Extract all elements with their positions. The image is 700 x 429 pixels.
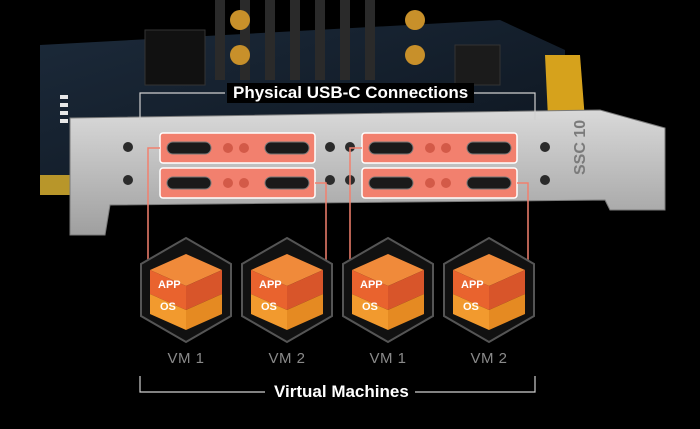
cube-os-right	[489, 294, 525, 330]
usb-c-port	[368, 176, 414, 190]
cube-os-left	[251, 294, 287, 330]
usb-port-groups	[159, 132, 518, 199]
vm-app-label: APP	[259, 279, 282, 291]
inductors	[230, 10, 425, 65]
vm-os-label: OS	[160, 301, 176, 313]
gold-edge-connector	[545, 55, 585, 120]
vm-cube: APP OS	[342, 236, 434, 344]
leds	[60, 95, 68, 123]
vm-os-label: OS	[463, 301, 479, 313]
top-bracket-lines	[139, 92, 536, 120]
ssc-logo: SSC 10	[572, 120, 589, 175]
usb-c-port	[466, 176, 512, 190]
vm-label: VM 1	[167, 350, 205, 367]
cube-app-right	[287, 270, 323, 310]
vm-os-label: OS	[261, 301, 277, 313]
heatsink	[215, 0, 375, 80]
usb-c-port	[264, 141, 310, 155]
cube-os-left	[352, 294, 388, 330]
physical-usb-c-label: Physical USB-C Connections	[227, 83, 475, 103]
cube-app-left	[251, 270, 287, 310]
chip	[454, 44, 501, 86]
bottom-bracket-lines	[139, 376, 536, 393]
cube-app-left	[453, 270, 489, 310]
vm-app-label: APP	[360, 279, 383, 291]
cube-app-right	[186, 270, 222, 310]
vm-label: VM 2	[470, 350, 508, 367]
vm-cube: APP OS	[140, 236, 232, 344]
vm-app-label: APP	[461, 279, 484, 291]
cube-os-right	[287, 294, 323, 330]
cube-os-left	[453, 294, 489, 330]
vm-cubes: APP OS APP OS APP OS APP OS	[140, 236, 535, 344]
vm-cube: APP OS	[443, 236, 535, 344]
connector-lines	[147, 147, 529, 262]
usb-c-port	[466, 141, 512, 155]
usb-c-port	[166, 141, 212, 155]
cube-app-right	[388, 270, 424, 310]
usb-c-port	[368, 141, 414, 155]
cube-os-right	[186, 294, 222, 330]
vm-os-label: OS	[362, 301, 378, 313]
vm-label: VM 1	[369, 350, 407, 367]
cube-os-right	[388, 294, 424, 330]
usb-c-port	[264, 176, 310, 190]
usb-c-port	[166, 176, 212, 190]
vm-cube: APP OS	[241, 236, 333, 344]
vm-label: VM 2	[268, 350, 306, 367]
cube-os-left	[150, 294, 186, 330]
virtual-machines-label: Virtual Machines	[268, 382, 415, 402]
cube-app-right	[489, 270, 525, 310]
chip	[144, 29, 206, 86]
vm-app-label: APP	[158, 279, 181, 291]
cube-app-left	[150, 270, 186, 310]
cube-app-left	[352, 270, 388, 310]
